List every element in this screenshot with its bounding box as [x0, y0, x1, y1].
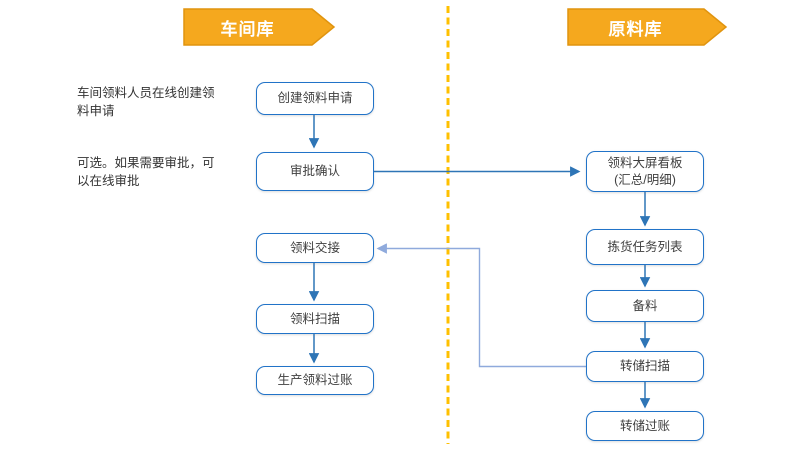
node-material-handover: 领料交接 — [256, 233, 374, 263]
node-picking-task-list: 拣货任务列表 — [586, 229, 704, 265]
lane-header-arrow-shape — [567, 8, 728, 46]
lane-header-title: 原料库 — [608, 19, 663, 39]
node-approval-confirm: 审批确认 — [256, 152, 374, 191]
node-production-posting: 生产领料过账 — [256, 366, 374, 395]
lane-header-title: 车间库 — [220, 19, 275, 39]
annotation-approval-note: 可选。如果需要审批，可 以在线审批 — [77, 156, 215, 189]
lane-header-raw-material: 原料库 — [567, 8, 728, 46]
connector-transfer-scan-to-handover — [376, 243, 586, 368]
node-transfer-scan: 转储扫描 — [586, 351, 704, 382]
lane-header-workshop: 车间库 — [183, 8, 336, 46]
node-material-scan: 领料扫描 — [256, 304, 374, 334]
lane-header-arrow-shape — [183, 8, 336, 46]
node-create-requisition: 创建领料申请 — [256, 82, 374, 115]
node-transfer-posting: 转储过账 — [586, 411, 704, 441]
node-dashboard-board: 领料大屏看板 (汇总/明细) — [586, 151, 704, 192]
annotation-create-note: 车间领料人员在线创建领 料申请 — [77, 86, 215, 119]
node-material-prep: 备料 — [586, 290, 704, 322]
